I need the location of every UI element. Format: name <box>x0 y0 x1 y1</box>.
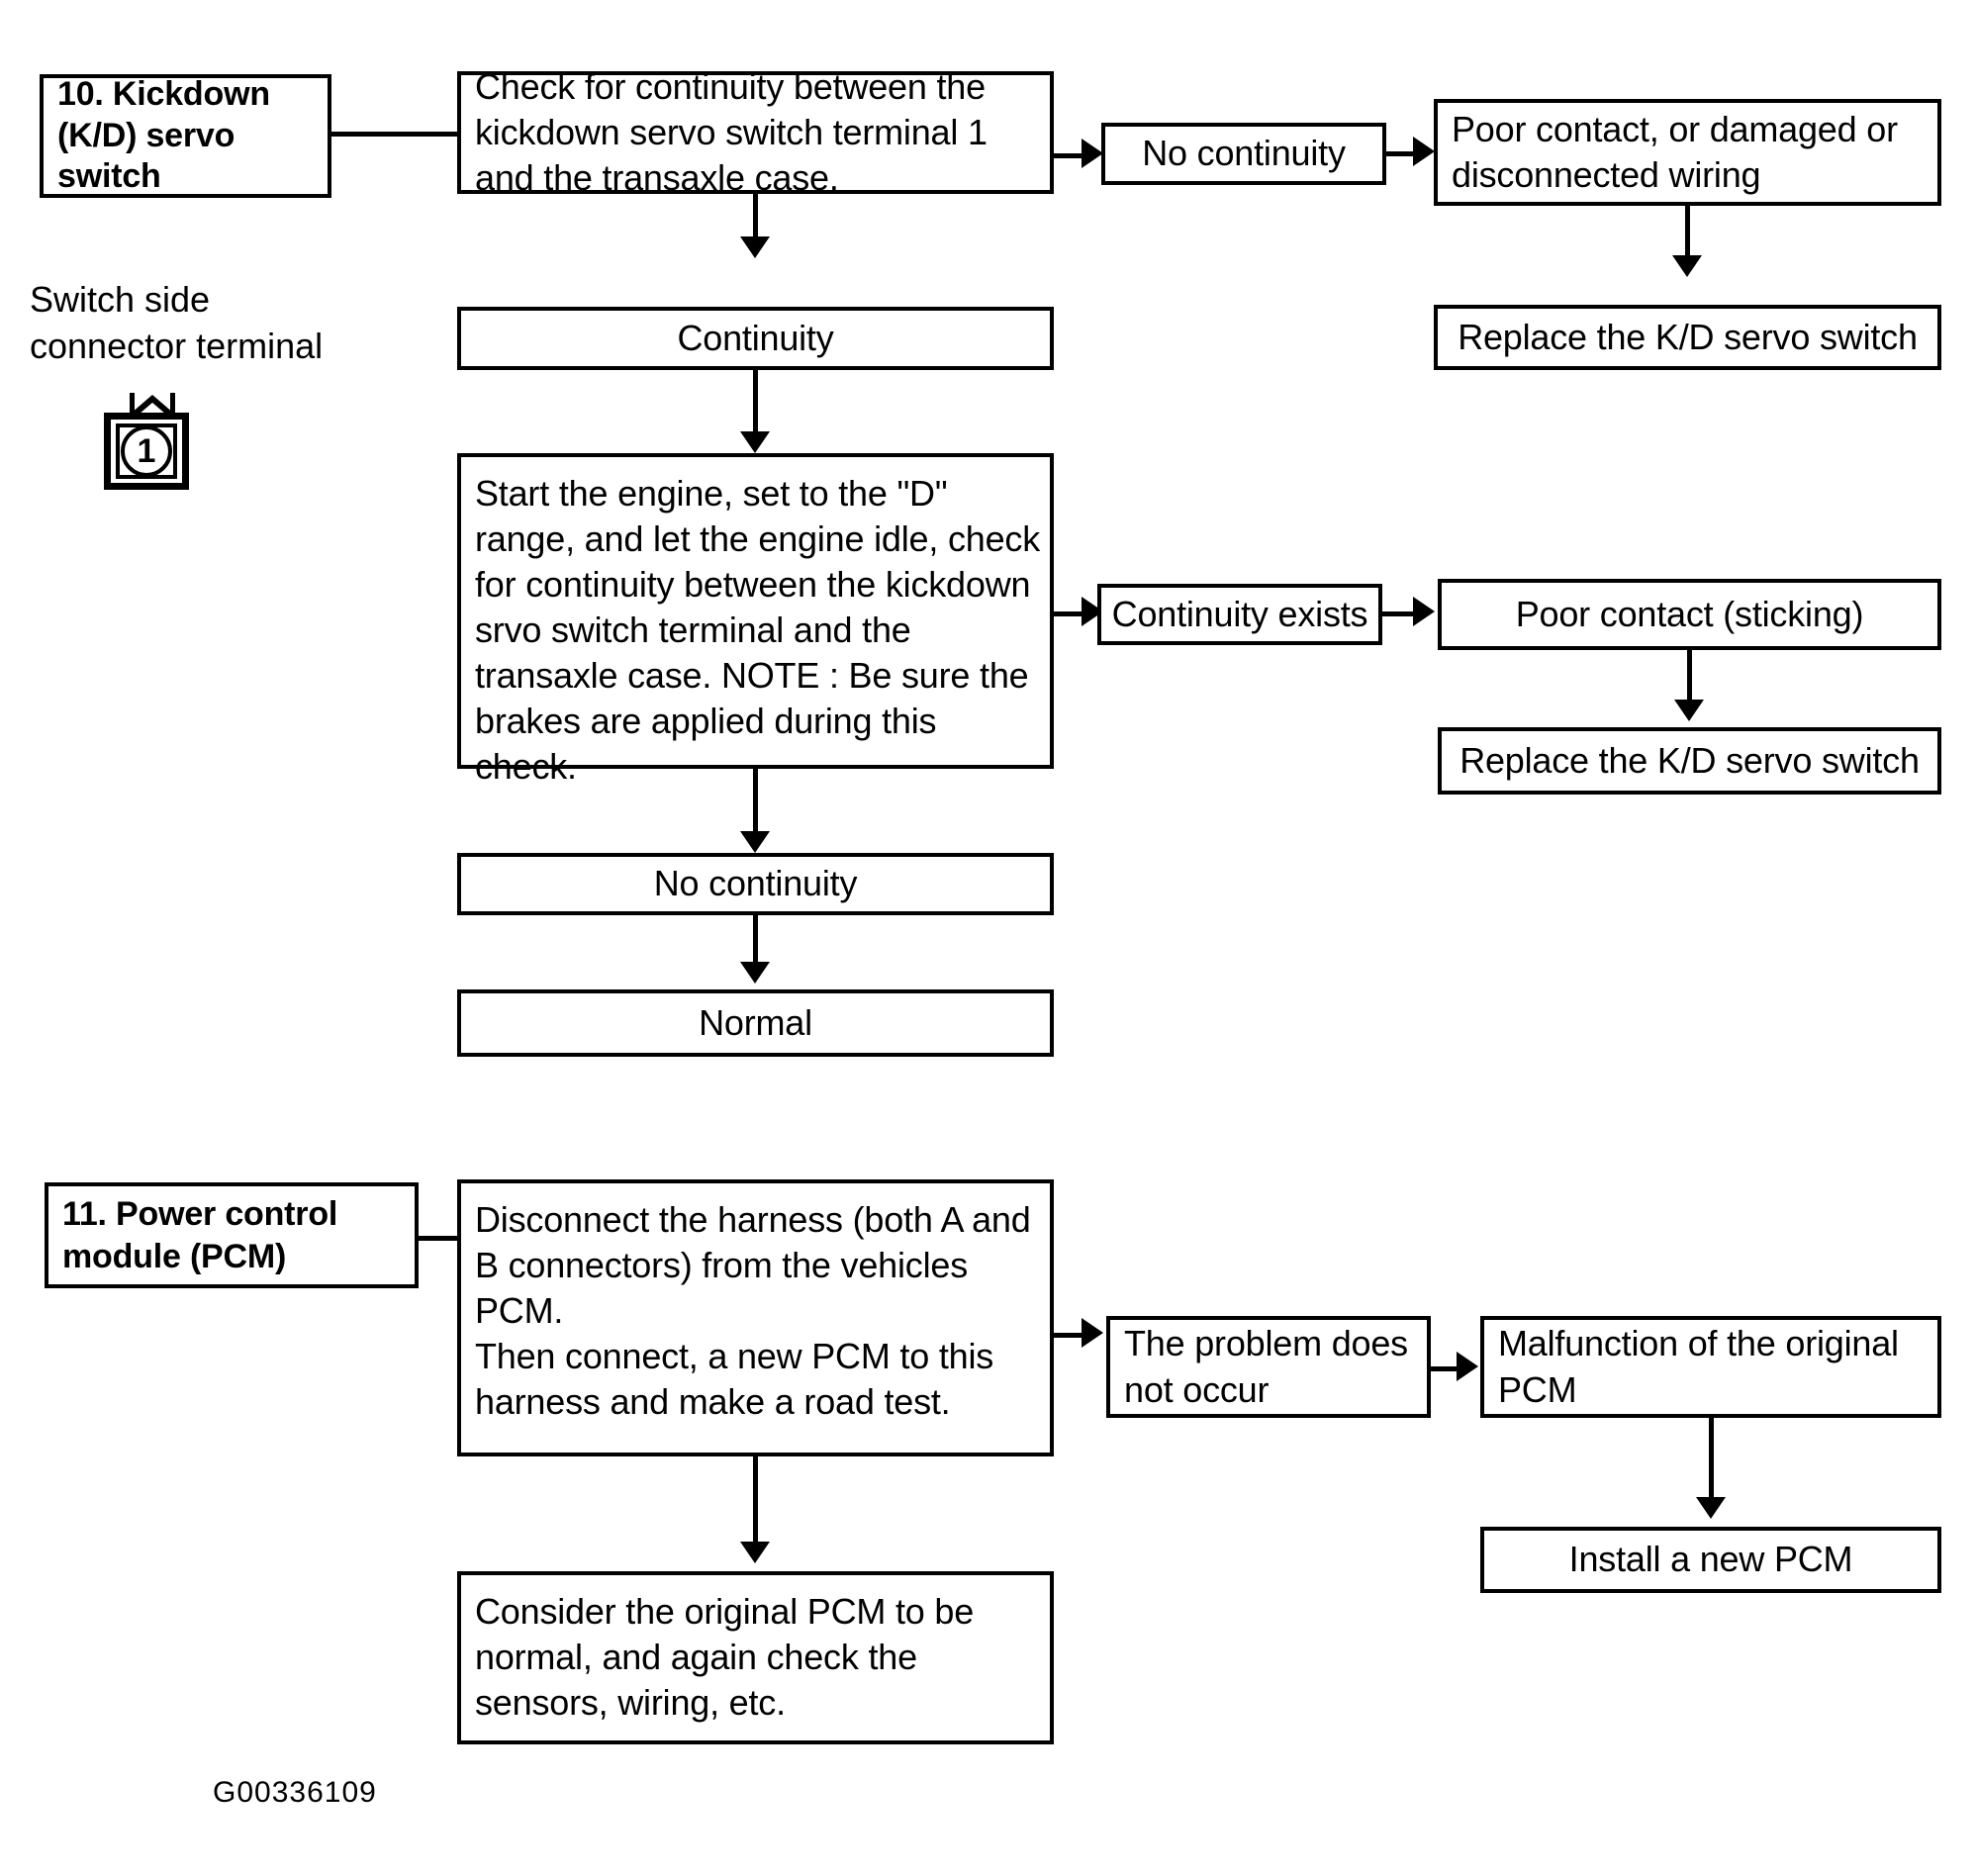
action-replace-kd-servo-switch-1-text: Replace the K/D servo switch <box>1458 316 1918 357</box>
arrowhead-poorcontact-to-replace1 <box>1672 255 1702 277</box>
result-malfunction-original-pcm: Malfunction of the original PCM <box>1480 1316 1941 1418</box>
result-poor-contact-sticking-text: Poor contact (sticking) <box>1515 593 1864 634</box>
action-install-new-pcm-text: Install a new PCM <box>1568 1539 1853 1580</box>
branch-no-continuity-1-text: No continuity <box>1142 133 1346 174</box>
arrowhead-pcmcheck-to-problem-not-occur <box>1082 1318 1103 1348</box>
link-nocontinuity2-to-normal <box>753 913 758 975</box>
link-pcmcheck-to-problem-not-occur <box>1052 1333 1093 1338</box>
link-check1-to-nocontinuity <box>1052 153 1093 158</box>
branch-no-continuity-2-text: No continuity <box>653 863 858 904</box>
arrowhead-check1-to-nocontinuity <box>1082 139 1103 168</box>
arrowhead-check1-to-continuity <box>740 236 770 258</box>
arrowhead-continuity-to-check2 <box>740 431 770 453</box>
branch-problem-does-not-occur-text: The problem does not occur <box>1124 1323 1408 1410</box>
result-normal-text: Normal <box>699 1001 812 1043</box>
result-consider-original-pcm-normal: Consider the original PCM to be normal, … <box>457 1571 1054 1744</box>
link-sticking-to-replace2 <box>1687 648 1692 711</box>
link-continuityexists-to-poorcontact-sticking <box>1381 611 1427 616</box>
arrowhead-malfunction-to-installpcm <box>1696 1497 1726 1519</box>
step-check2-text: Start the engine, set to the "D" range, … <box>475 473 1041 697</box>
link-pcmcheck-to-consider-normal <box>753 1454 758 1553</box>
step-disconnect-harness-pcm: Disconnect the harness (both A and B con… <box>457 1179 1054 1456</box>
link-malfunction-to-installpcm <box>1709 1416 1714 1509</box>
branch-continuity-exists-text: Continuity exists <box>1111 593 1368 634</box>
link-check2-to-continuity-exists <box>1052 611 1093 616</box>
result-malfunction-original-pcm-text: Malfunction of the original PCM <box>1498 1323 1899 1410</box>
arrowhead-problemnotoccur-to-malfunction <box>1457 1352 1478 1381</box>
arrowhead-check2-to-nocontinuity2 <box>740 831 770 853</box>
figure-id: G00336109 <box>213 1776 377 1809</box>
step-check2-note: NOTE : Be sure the brakes are applied du… <box>475 655 1029 788</box>
step-check1-text: Check for continuity between the kickdow… <box>475 65 988 199</box>
branch-continuity: Continuity <box>457 307 1054 370</box>
branch-no-continuity-1: No continuity <box>1101 123 1386 185</box>
result-poor-contact-wiring-text: Poor contact, or damaged or disconnected… <box>1452 108 1898 195</box>
connector-terminal-icon: 1 <box>104 391 203 500</box>
connector-tab-icon <box>130 393 175 419</box>
action-replace-kd-servo-switch-2: Replace the K/D servo switch <box>1438 727 1941 795</box>
link-nocontinuity-to-poorcontact <box>1384 151 1426 156</box>
result-consider-original-pcm-normal-text: Consider the original PCM to be normal, … <box>475 1591 975 1724</box>
link-heading11-to-check <box>417 1236 462 1241</box>
section-10-caption: Switch side connector terminal <box>30 279 324 366</box>
branch-no-continuity-2: No continuity <box>457 853 1054 915</box>
action-replace-kd-servo-switch-2-text: Replace the K/D servo switch <box>1459 739 1920 781</box>
branch-problem-does-not-occur: The problem does not occur <box>1106 1316 1431 1418</box>
link-poorcontact-to-replace1 <box>1685 204 1690 267</box>
arrowhead-sticking-to-replace2 <box>1674 700 1704 721</box>
section-11-heading-box: 11. Power control module (PCM) <box>45 1182 419 1288</box>
branch-continuity-text: Continuity <box>677 317 834 358</box>
arrowhead-pcmcheck-to-consider-normal <box>740 1542 770 1563</box>
result-poor-contact-sticking: Poor contact (sticking) <box>1438 579 1941 650</box>
section-11-heading-text: 11. Power control module (PCM) <box>62 1195 338 1275</box>
step-disconnect-harness-pcm-text: Disconnect the harness (both A and B con… <box>475 1199 1031 1423</box>
step-check-continuity-terminal1: Check for continuity between the kickdow… <box>457 66 1054 198</box>
section-10-heading-text: 10. Kickdown (K/D) servo switch <box>57 75 270 196</box>
connector-pin-number: 1 <box>121 425 172 477</box>
action-install-new-pcm: Install a new PCM <box>1480 1527 1941 1593</box>
result-poor-contact-wiring: Poor contact, or damaged or disconnected… <box>1434 99 1941 206</box>
step-check-continuity-engine-idle: Start the engine, set to the "D" range, … <box>457 453 1054 787</box>
branch-continuity-exists: Continuity exists <box>1097 584 1382 645</box>
link-continuity-to-check2 <box>753 368 758 445</box>
link-problemnotoccur-to-malfunction <box>1429 1366 1466 1371</box>
result-normal: Normal <box>457 989 1054 1057</box>
arrowhead-nocontinuity2-to-normal <box>740 962 770 984</box>
arrowhead-continuityexists-to-poorcontact-sticking <box>1413 597 1435 626</box>
link-heading10-to-check1 <box>330 132 458 137</box>
section-10-heading-box: 10. Kickdown (K/D) servo switch <box>40 74 331 198</box>
action-replace-kd-servo-switch-1: Replace the K/D servo switch <box>1434 305 1941 370</box>
arrowhead-nocontinuity-to-poorcontact <box>1413 137 1435 166</box>
link-check1-to-continuity <box>753 192 758 249</box>
link-check2-to-nocontinuity2 <box>753 767 758 844</box>
